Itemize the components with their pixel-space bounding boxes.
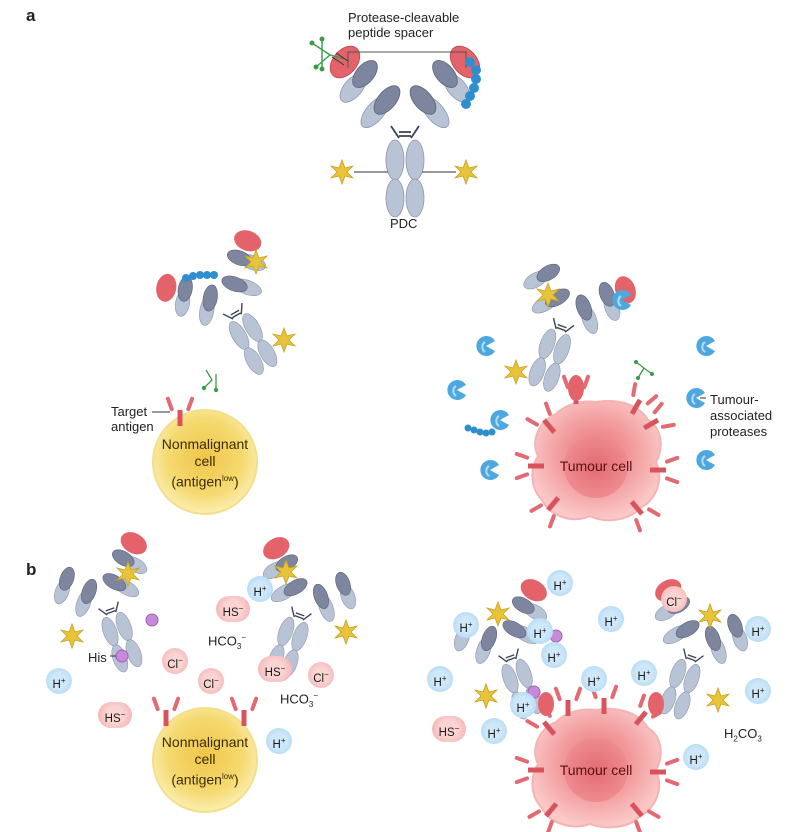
proton-ion: H+ [247,576,273,602]
protease-icon [695,449,716,471]
proton-ion: H+ [510,692,536,718]
histidine-icon [145,613,159,627]
normal-cell-label-a: Nonmalignant cell (antigenlow) [153,436,257,491]
spacer-label-line1: Protease-cleavable [348,10,460,25]
tumour-cell-label-b: Tumour cell [559,762,633,778]
payload-star-icon [474,683,498,709]
normal-cell-line3: (antigenlow) [171,473,239,490]
chloride-ion: Cl− [661,586,687,612]
proton-ion: H+ [46,668,72,694]
payload-star-icon [454,159,478,185]
proton-ion: H+ [427,666,453,692]
hydrosulfide-ion: HS− [216,596,250,622]
proton-ion: H+ [527,618,553,644]
tumour-nucleus [564,738,628,802]
peptide-chain-icon [182,271,218,282]
protease-icon [695,335,716,357]
proton-ion: H+ [598,606,624,632]
proton-ion: H+ [683,744,709,770]
hydrosulfide-ion: HS− [258,656,292,682]
target-antigen-line2: antigen [111,419,154,434]
pdc-b-middle [228,537,370,693]
normal-cell-line3: (antigenlow) [171,771,239,788]
protease-icon [475,335,496,357]
proton-ion: H+ [541,642,567,668]
panel-label-b: b [26,560,37,579]
normal-cell-line1: Nonmalignant [161,734,249,750]
pdc-b-tumour-right [620,579,762,735]
protease-label-line2: associated [710,408,773,423]
payload-star-icon [272,327,296,353]
protease-icon [489,409,510,431]
chloride-ion: Cl− [198,668,224,694]
green-linker-icon [634,360,654,380]
pdc-label: PDC [390,216,418,231]
proton-ion: H+ [453,612,479,638]
proton-ion: H+ [481,718,507,744]
payload-star-icon [706,687,730,713]
spacer-label-line2: peptide spacer [348,25,434,40]
payload-star-icon [330,159,354,185]
tumour-cell-label-a: Tumour cell [559,458,633,474]
bicarbonate-ion: HCO3− [280,691,319,709]
hydrosulfide-ion: HS− [98,702,132,728]
chloride-ion: Cl− [308,662,334,688]
nonmalignant-cell [152,707,258,813]
protease-icon [479,459,500,481]
normal-cell-line2: cell [194,751,216,767]
proton-ion: H+ [547,570,573,596]
proton-ion: H+ [266,728,292,754]
payload-star-icon [60,623,84,649]
pdc-b-left [40,532,182,688]
proton-ion: H+ [745,678,771,704]
protease-label-line1: Tumour- [710,392,759,407]
payload-star-icon [504,359,528,385]
nonmalignant-cell [152,409,258,515]
proton-ion: H+ [581,666,607,692]
normal-cell-line2: cell [194,453,216,469]
pdc-bound-peptide [156,230,316,398]
green-linker-icon [309,36,349,72]
proton-ion: H+ [631,660,657,686]
histidine-icon [115,649,129,663]
normal-cell-label-b: Nonmalignant cell (antigenlow) [153,734,257,789]
peptide-chain-icon [461,57,481,109]
bicarbonate-ion: HCO3− [208,633,247,651]
payload-star-icon [334,619,358,645]
panel-label-a: a [26,6,36,25]
normal-cell-line1: Nonmalignant [161,436,249,452]
pdc-b-tumour-left [440,579,582,735]
hydrosulfide-ion: HS− [432,716,466,742]
peptide-chain-icon [464,424,496,437]
protease-label-line3: proteases [710,424,768,439]
tumour-nucleus [564,434,628,498]
payload-star-icon [698,603,722,629]
target-antigen-line1: Target [111,404,148,419]
proton-ion: H+ [745,616,771,642]
his-label: His [88,650,107,665]
protease-icon [446,379,467,401]
carbonic-acid: H2CO3 [724,726,762,744]
green-linker-icon [201,369,219,393]
chloride-ion: Cl− [162,648,188,674]
